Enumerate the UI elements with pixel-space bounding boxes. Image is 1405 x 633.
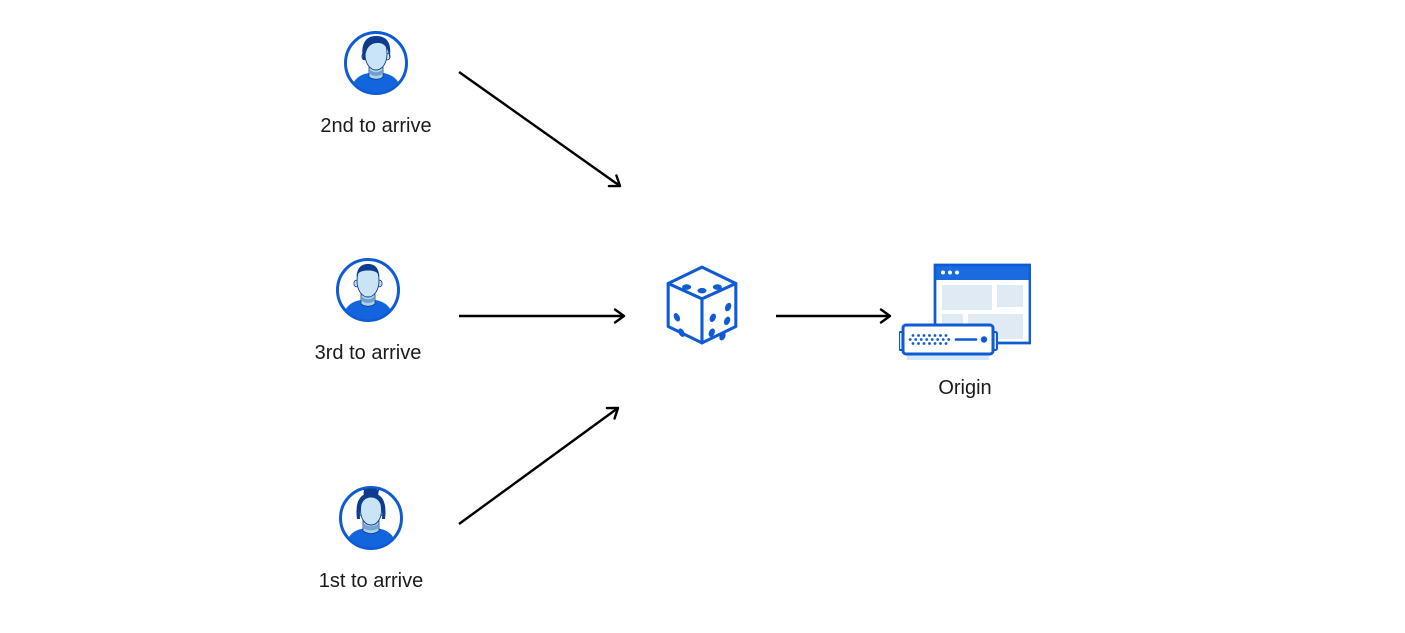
female-avatar-bun-icon (339, 486, 403, 550)
user-second-label: 2nd to arrive (320, 115, 432, 137)
male-avatar-short-hair-icon (336, 258, 400, 322)
origin-label: Origin (938, 377, 992, 399)
node-origin: Origin (898, 263, 1032, 400)
arrow-user-first-to-dice (458, 406, 620, 525)
dice-icon (666, 265, 738, 345)
node-dice (665, 264, 739, 346)
node-user-third: 3rd to arrive (288, 257, 448, 365)
male-avatar-swept-hair-icon (344, 31, 408, 95)
node-user-second: 2nd to arrive (296, 30, 456, 138)
user-third-label: 3rd to arrive (314, 342, 422, 364)
server-icon (899, 323, 998, 360)
user-first-label: 1st to arrive (318, 570, 424, 592)
arrow-user-second-to-dice (458, 71, 622, 188)
origin-server-browser-icon (899, 263, 1031, 360)
node-user-first: 1st to arrive (291, 485, 451, 593)
